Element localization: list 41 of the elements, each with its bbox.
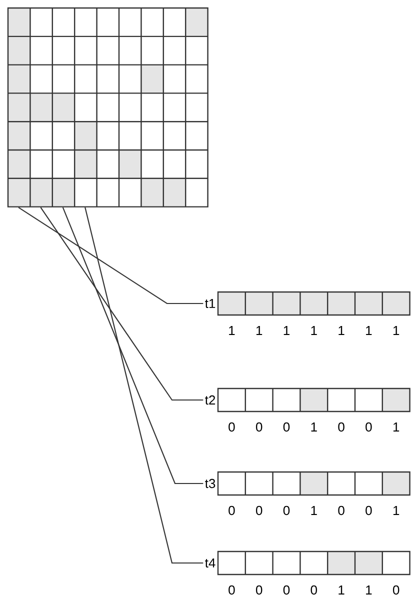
bit-value: 1 <box>338 586 344 594</box>
cell-array: t1 <box>205 291 410 316</box>
bit-value: 1 <box>284 326 290 335</box>
bit-value: 1 <box>338 326 344 335</box>
bit-value: 0 <box>338 506 344 516</box>
bit-value: 1 <box>366 326 372 335</box>
cell-array: t3 <box>205 471 410 496</box>
bit-value: 0 <box>256 422 262 432</box>
cell-array: t2 <box>205 388 410 412</box>
bit-value: 0 <box>283 422 290 432</box>
bit-value: 0 <box>228 585 235 595</box>
bit-value: 1 <box>256 326 262 335</box>
connector-line <box>84 207 204 564</box>
grid-drawing <box>7 7 208 208</box>
bit-value: 0 <box>256 506 262 516</box>
bit-value: 0 <box>310 585 317 595</box>
bit-value: 1 <box>366 586 372 594</box>
bit-value: 0 <box>283 506 290 516</box>
bit-value: 0 <box>283 585 290 595</box>
bit-value: 0 <box>392 585 400 595</box>
connector-line <box>40 207 204 401</box>
bit-value: 0 <box>228 506 235 516</box>
bit-value: 1 <box>393 326 400 335</box>
bit-value: 1 <box>311 506 317 515</box>
node-label: t1 <box>205 298 216 308</box>
bit-value: 0 <box>228 422 235 432</box>
bit-value: 1 <box>393 422 400 432</box>
connector-line <box>62 207 204 484</box>
cell-array: t4 <box>205 550 410 576</box>
bit-value: 1 <box>311 422 317 432</box>
node-label: t2 <box>205 395 216 405</box>
bit-value: 0 <box>338 422 344 432</box>
node-label: t3 <box>205 478 216 488</box>
bit-value: 1 <box>311 326 317 335</box>
bit-value: 0 <box>366 422 372 432</box>
connector-line <box>18 206 204 304</box>
bit-value: 1 <box>393 506 400 515</box>
bit-value: 0 <box>366 506 372 516</box>
bit-value: 0 <box>256 585 262 595</box>
node-label: t4 <box>205 558 216 568</box>
bit-value: 1 <box>229 326 235 335</box>
